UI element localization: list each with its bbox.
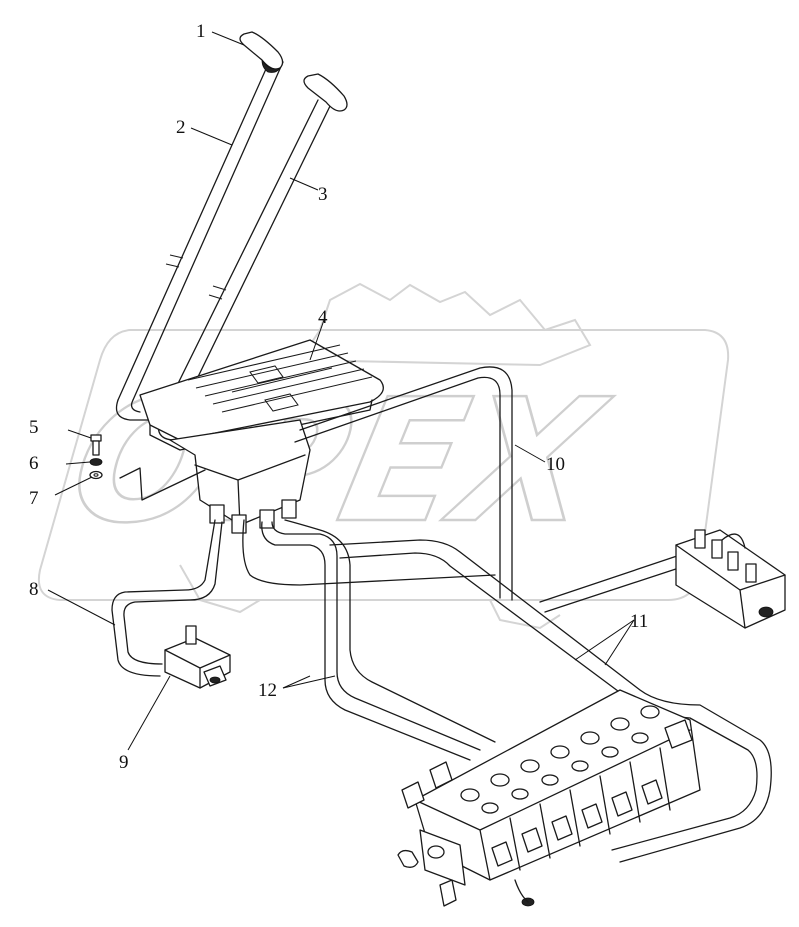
callout-11: 11: [630, 611, 648, 632]
lock-nut: [89, 458, 103, 466]
mounting-bolt: [90, 434, 102, 456]
mounting-bracket: [119, 467, 206, 501]
callout-8: 8: [29, 579, 39, 600]
callout-labels: 1 2 3 4 5 6 7 8 9 10 11 12: [29, 21, 648, 773]
hose-10: [294, 366, 513, 601]
pedal-unit: [139, 339, 384, 534]
manifold-block-9: [164, 625, 231, 689]
lever-knob-right: [303, 73, 348, 112]
lever-knob-left: [239, 31, 284, 73]
control-lever-left: [115, 59, 284, 421]
callout-5: 5: [29, 417, 39, 438]
callout-3: 3: [318, 184, 328, 205]
sectional-valve-bank: [397, 689, 701, 907]
callout-12: 12: [258, 680, 277, 701]
callout-6: 6: [29, 453, 39, 474]
callout-2: 2: [176, 117, 186, 138]
watermark-logo: OPEX: [38, 282, 730, 630]
flat-washer: [89, 470, 103, 480]
hose-11: [329, 539, 772, 863]
callout-10: 10: [546, 454, 565, 475]
callout-7: 7: [29, 488, 39, 509]
callout-4: 4: [318, 307, 328, 328]
diverter-block-right: [675, 529, 786, 629]
callout-9: 9: [119, 752, 129, 773]
callout-1: 1: [196, 21, 206, 42]
leader-lines: [47, 31, 635, 751]
hose-12: [242, 519, 496, 761]
hose-8: [111, 519, 223, 677]
